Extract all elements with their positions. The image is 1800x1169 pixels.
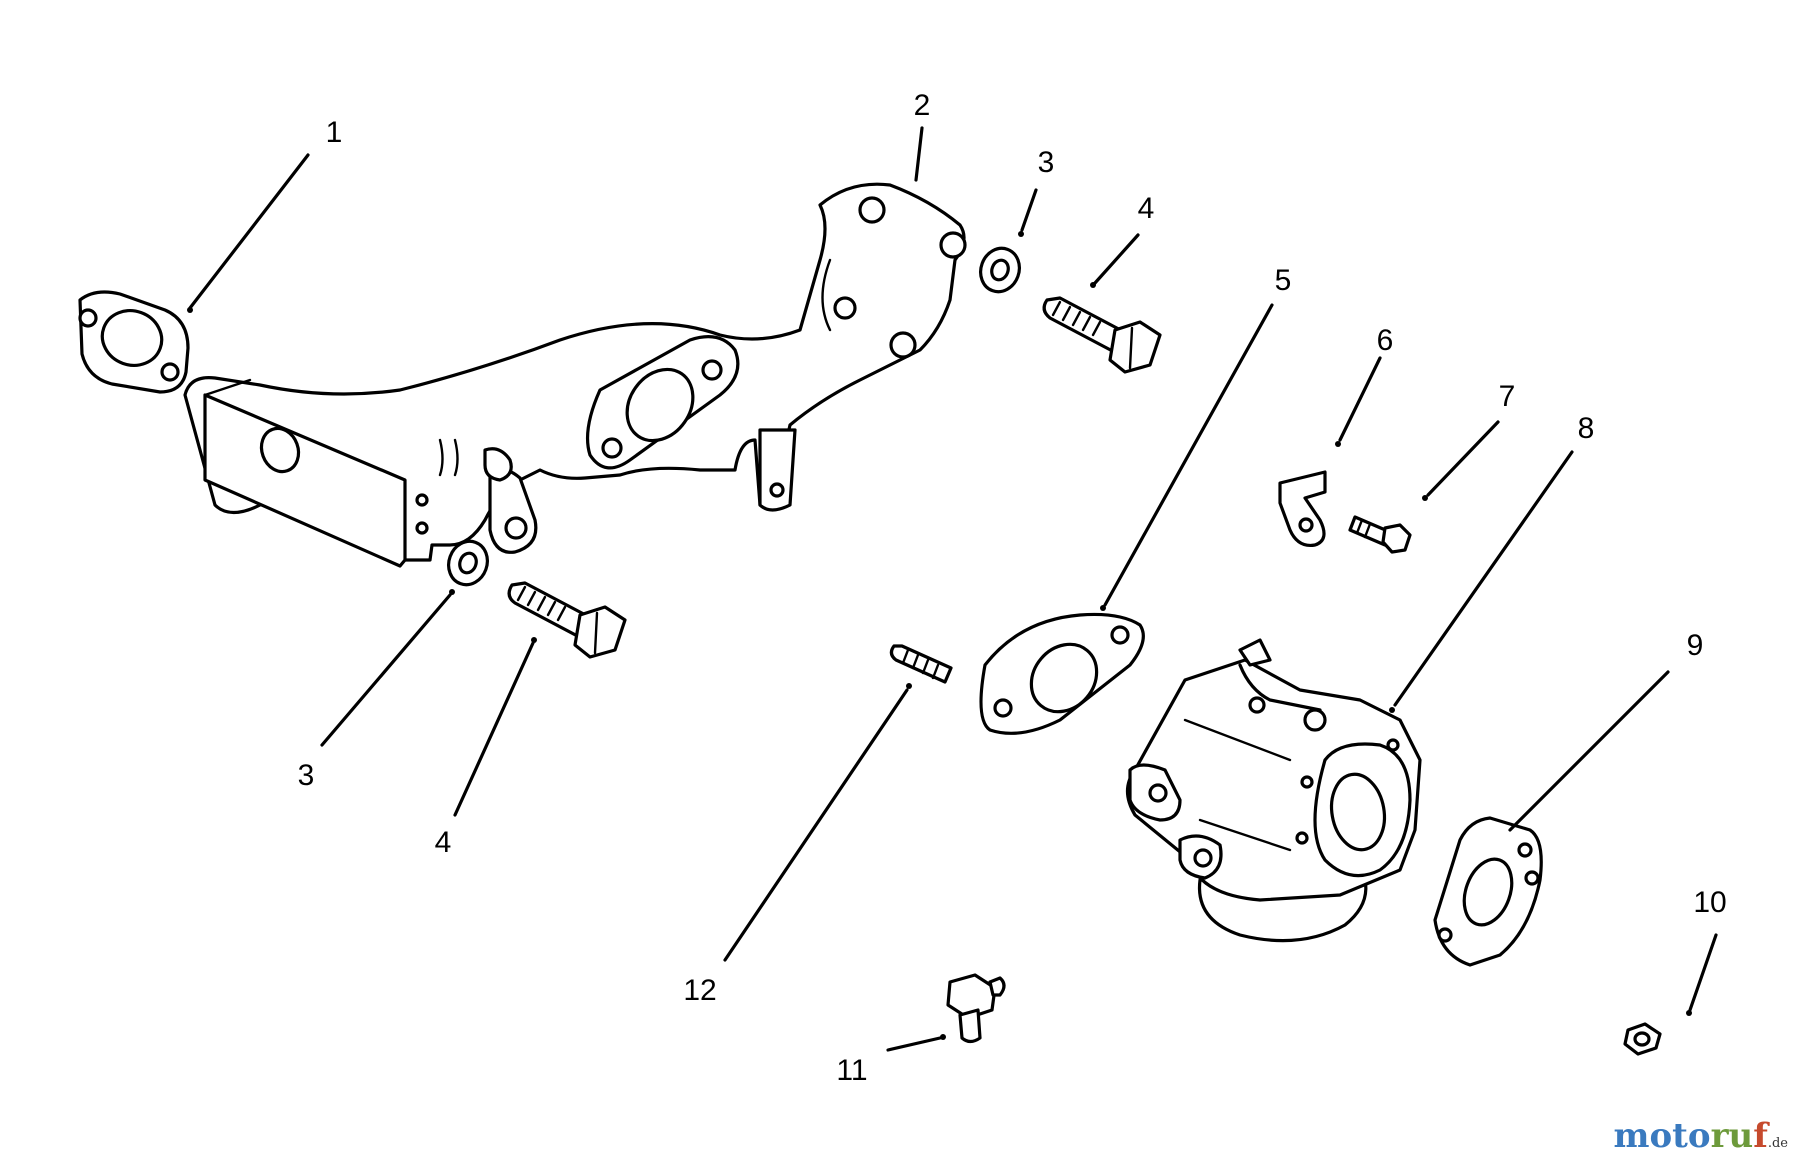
callout-9: 9: [1687, 629, 1704, 662]
leader-10: [1688, 933, 1718, 1012]
gasket-part-5: [979, 612, 1145, 735]
leader-7: [1426, 420, 1500, 497]
leader-1: [188, 153, 310, 310]
callout-7: 7: [1499, 380, 1516, 413]
leader-5: [1103, 303, 1274, 607]
intake-manifold-part-2: [183, 182, 967, 568]
screw-part-7: [1348, 515, 1412, 554]
gasket-part-1: [78, 290, 190, 394]
callout-3-upper: 3: [1038, 146, 1055, 179]
callout-6: 6: [1377, 324, 1394, 357]
washer-part-3-lower: [447, 539, 489, 587]
leader-11: [886, 1036, 942, 1052]
watermark-logo: motoruf.de: [1613, 1116, 1788, 1156]
washer-part-3-upper: [979, 246, 1021, 294]
fitting-part-11: [946, 973, 1006, 1044]
leader-4-upper: [1093, 233, 1140, 285]
bracket-part-6: [1278, 470, 1327, 548]
callout-3-lower: 3: [298, 759, 315, 792]
callout-5: 5: [1275, 264, 1292, 297]
pin-part-12: [889, 644, 953, 684]
callout-2: 2: [914, 89, 931, 122]
leader-9: [1508, 670, 1670, 832]
leader-6: [1338, 356, 1382, 442]
bolt-part-4-upper: [1042, 296, 1162, 374]
leader-4-lower: [453, 641, 535, 817]
leader-3-upper: [1020, 188, 1038, 232]
callout-4-lower: 4: [435, 826, 452, 859]
leader-3-lower: [320, 593, 452, 747]
bolt-part-4-lower: [507, 581, 627, 659]
nut-part-10: [1623, 1022, 1662, 1056]
callout-10: 10: [1693, 886, 1726, 919]
leader-lines: [187, 126, 1718, 1052]
callout-1: 1: [326, 116, 343, 149]
leader-8: [1393, 450, 1574, 707]
callout-11: 11: [836, 1054, 867, 1087]
callout-labels: 1 2 3 4 5 6 7 8 9 10 11 12 3 4: [298, 89, 1727, 1087]
callout-8: 8: [1578, 412, 1595, 445]
callout-4-upper: 4: [1138, 192, 1155, 225]
carburetor-part-8: [1125, 638, 1422, 943]
leader-12: [723, 688, 909, 962]
gasket-part-9: [1433, 816, 1543, 967]
leader-2: [914, 126, 924, 182]
callout-12: 12: [683, 974, 716, 1007]
